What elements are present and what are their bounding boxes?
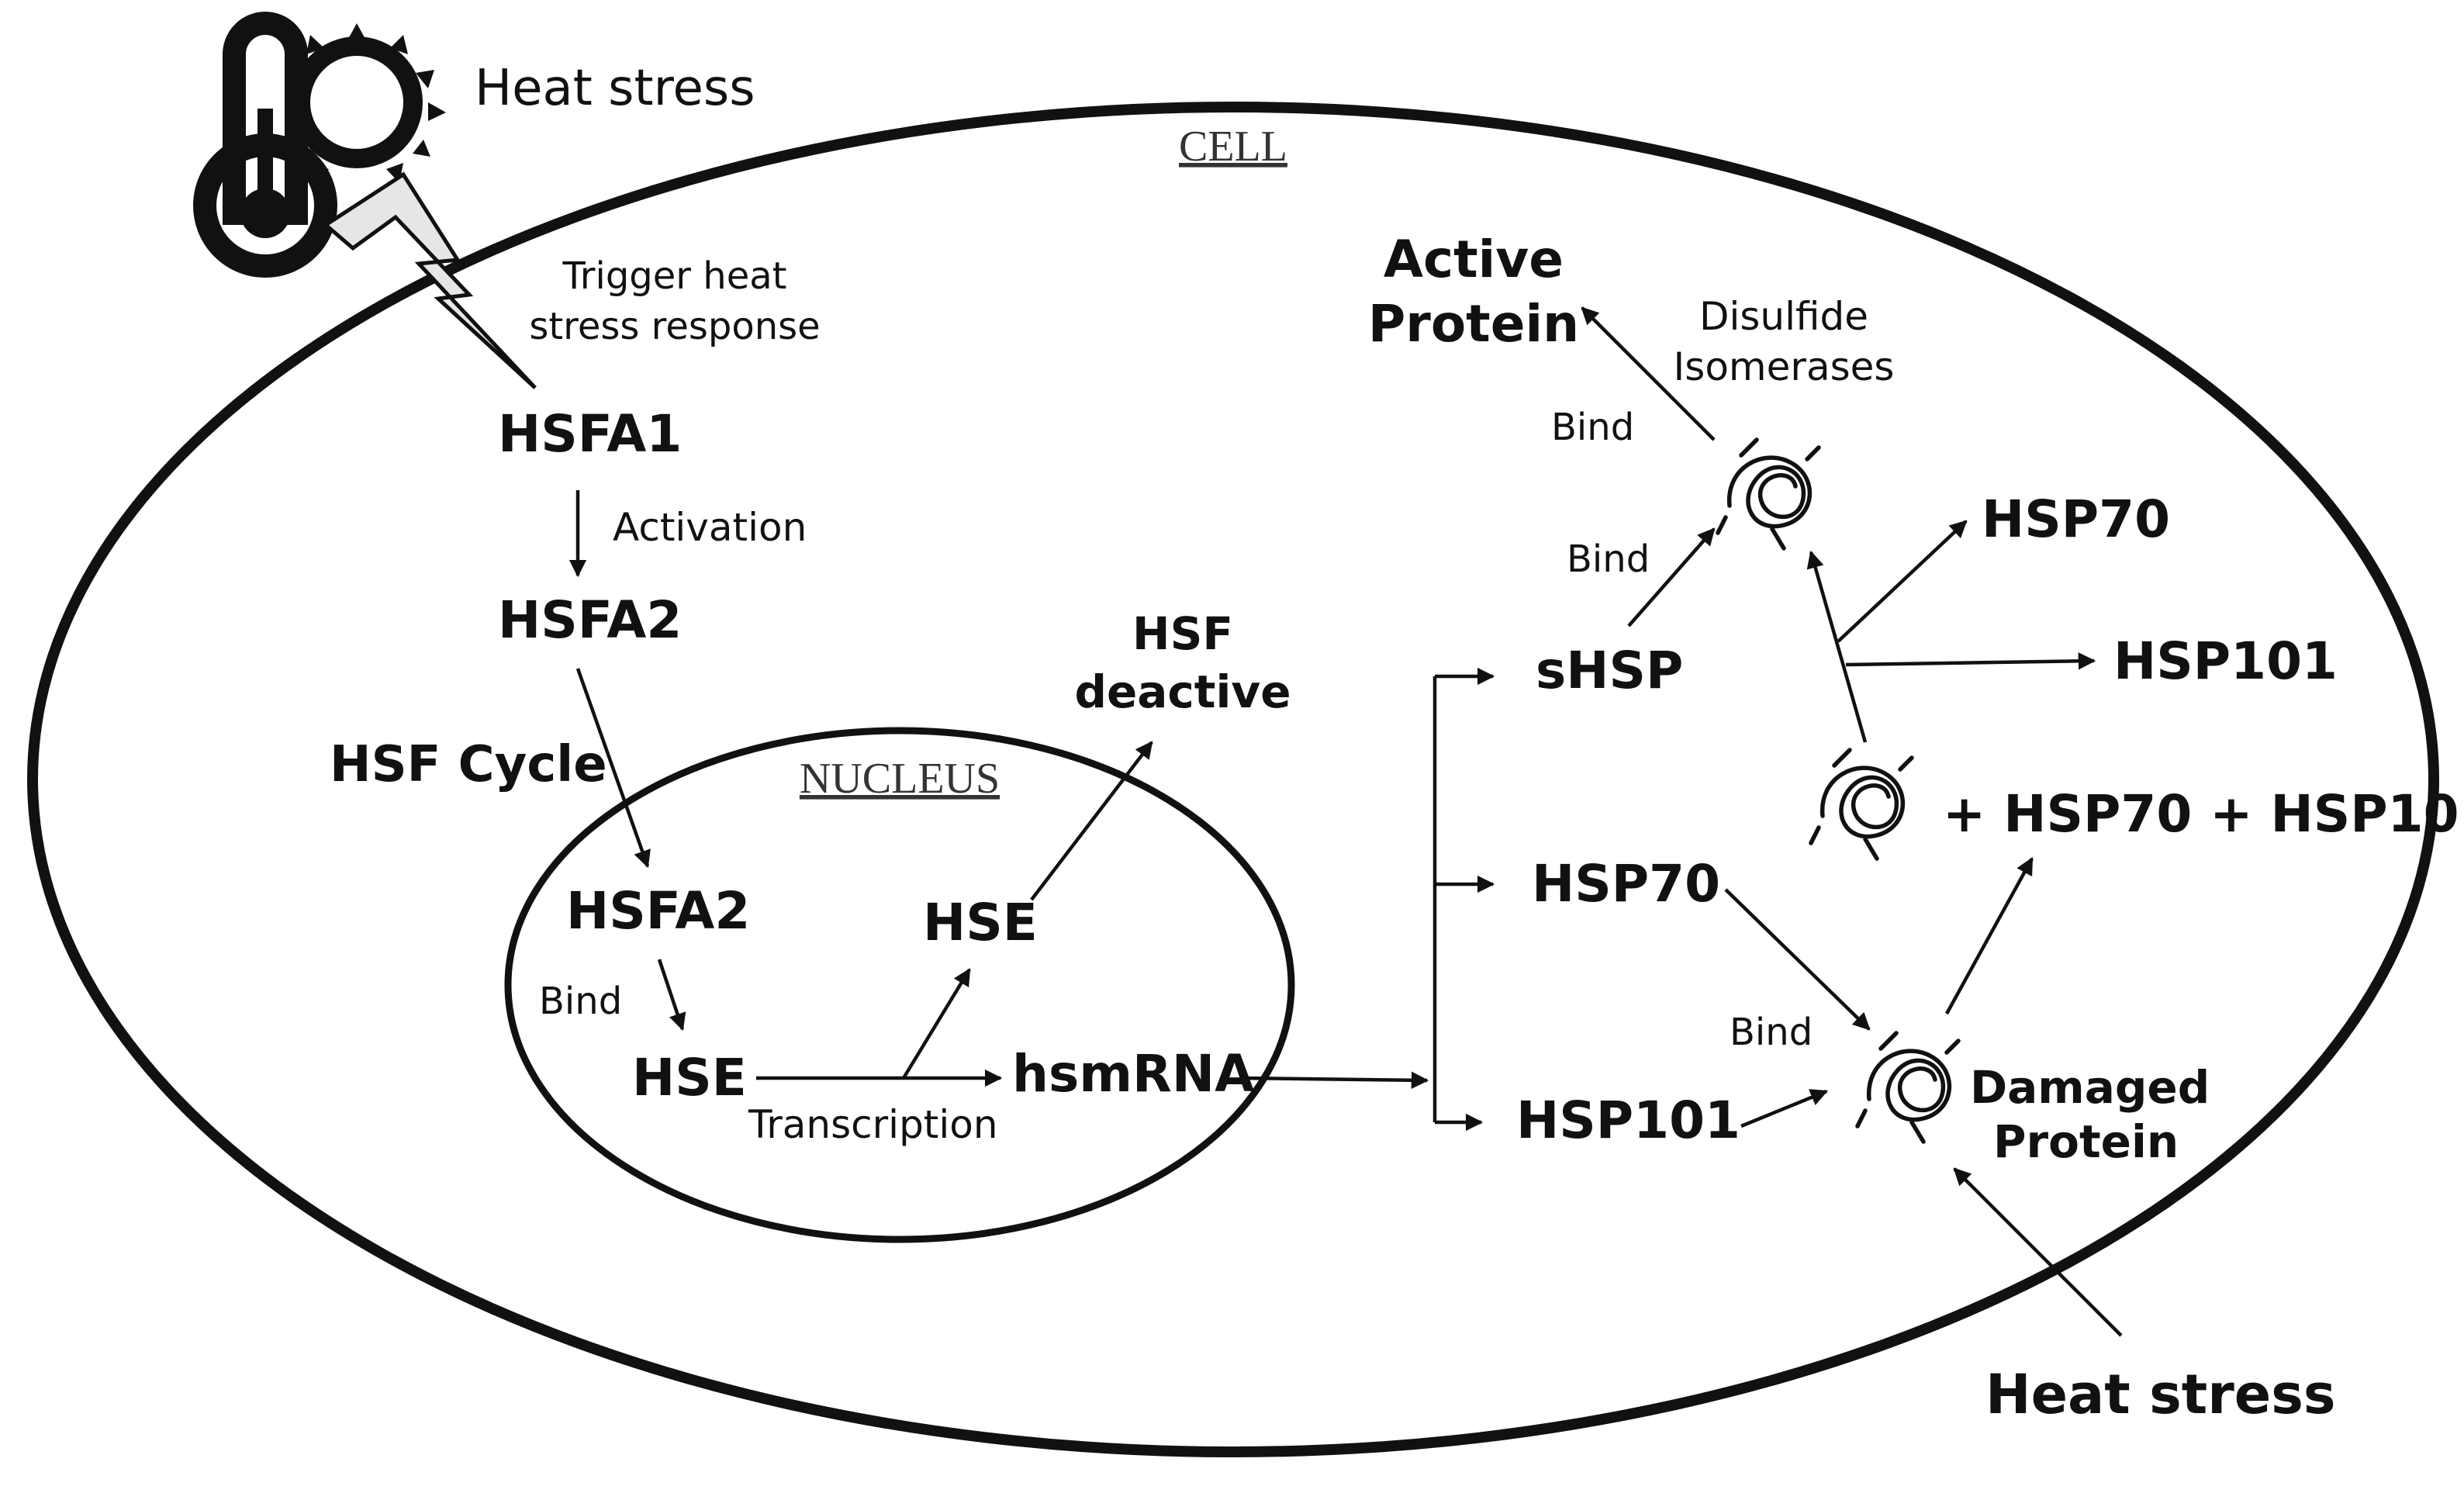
hsf-deactive-line2: deactive xyxy=(1074,665,1291,718)
complex-up-arrow xyxy=(1806,550,1868,743)
hsp70-mid-label: HSP70 xyxy=(1532,854,1720,914)
hsf-cycle-label: HSF Cycle xyxy=(330,736,607,793)
hsmrna-out-arrow xyxy=(1240,1071,1429,1089)
hsfa1-label: HSFA1 xyxy=(498,404,682,464)
damaged-protein-line2: Protein xyxy=(1993,1115,2179,1168)
bind-upper-label: Bind xyxy=(1551,406,1634,449)
complex-label: + HSP70 + HSP101 xyxy=(1943,784,2464,844)
bind-hse-arrow xyxy=(657,959,686,1032)
hsp70-to-damaged-arrow xyxy=(1724,888,1871,1031)
transcription-label: Transcription xyxy=(748,1102,998,1147)
cell-membrane xyxy=(27,102,2439,1457)
heat-stress-top-label: Heat stress xyxy=(475,60,755,117)
hse-bottom-label: HSE xyxy=(632,1048,747,1108)
hsp101-right-label: HSP101 xyxy=(2113,631,2338,691)
shsp-label: sHSP xyxy=(1536,641,1683,700)
cell-title: CELL xyxy=(1179,123,1287,171)
hsfa2-to-nucleus-arrow xyxy=(575,668,651,869)
protein-coil-icon xyxy=(1809,748,1914,861)
to-active-protein-arrow xyxy=(1581,306,1716,441)
hsp101-to-damaged-arrow xyxy=(1740,1089,1829,1128)
to-hsp70-right-arrow xyxy=(1837,520,1968,643)
hsf-deactive-arrow xyxy=(1030,741,1153,901)
hsf-deactive-line1: HSF xyxy=(1132,607,1233,660)
disulfide-line1: Disulfide xyxy=(1699,294,1868,339)
disulfide-line2: Isomerases xyxy=(1674,344,1895,389)
hsp70-right-label: HSP70 xyxy=(1982,489,2170,549)
to-hse-upper-arrow xyxy=(902,968,971,1080)
bind-nucleus-label: Bind xyxy=(539,980,622,1023)
heat-stress-bottom-label: Heat stress xyxy=(1985,1363,2336,1426)
nucleus-title: NUCLEUS xyxy=(800,755,1000,803)
hsfa2-top-label: HSFA2 xyxy=(498,590,682,650)
trigger-label-line1: Trigger heat xyxy=(562,254,787,298)
protein-coil-icon xyxy=(1716,437,1821,551)
hsmrna-label: hsmRNA xyxy=(1012,1044,1254,1104)
hse-upper-label: HSE xyxy=(923,893,1038,952)
nucleus-membrane xyxy=(504,727,1295,1243)
sun-icon xyxy=(291,23,446,183)
hsfa2-nucleus-label: HSFA2 xyxy=(566,881,750,941)
shsp-bind-arrow xyxy=(1627,527,1716,627)
trigger-label-line2: stress response xyxy=(529,305,820,348)
active-protein-line1: Active xyxy=(1384,230,1564,289)
lightning-bolt-icon xyxy=(322,171,537,389)
activation-label: Activation xyxy=(613,505,807,550)
bind-lower-label: Bind xyxy=(1567,537,1650,581)
active-protein-line2: Protein xyxy=(1368,294,1579,354)
damaged-to-complex-arrow xyxy=(1945,857,2034,1015)
protein-coil-icon xyxy=(1855,1031,1961,1144)
to-hsp101-right-arrow xyxy=(1845,652,2096,670)
damaged-protein-line1: Damaged xyxy=(1970,1061,2210,1114)
bind-damaged-label: Bind xyxy=(1730,1011,1813,1054)
thermometer-icon xyxy=(193,12,337,278)
hsp101-bottom-label: HSP101 xyxy=(1516,1090,1740,1150)
heat-stress-to-damaged-arrow xyxy=(1953,1167,2123,1337)
